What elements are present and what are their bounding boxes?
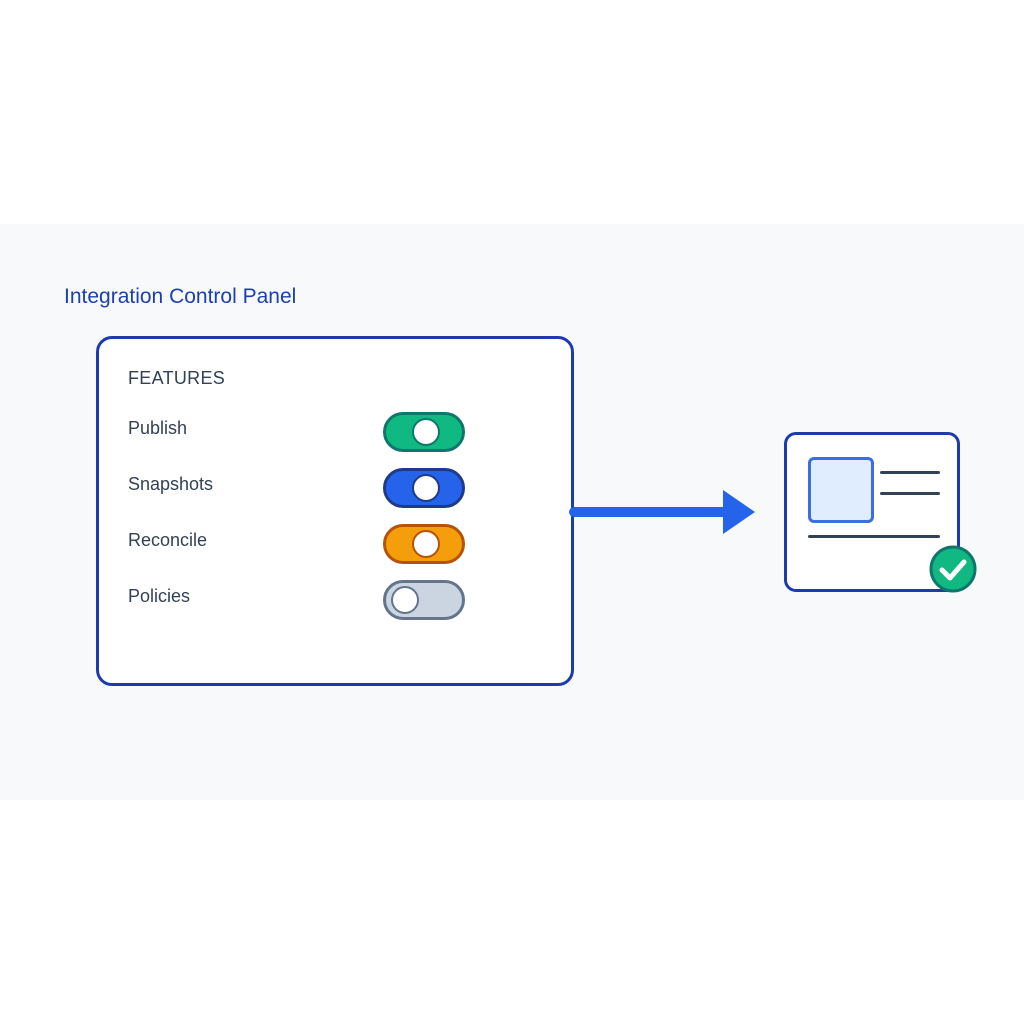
text-line bbox=[880, 471, 940, 474]
feature-label-publish: Publish bbox=[128, 418, 188, 438]
feature-label-snapshots: Snapshots bbox=[128, 474, 214, 494]
feature-label-policies: Policies bbox=[128, 586, 191, 606]
check-circle-icon bbox=[929, 545, 977, 593]
section-label-features: FEATURES bbox=[128, 368, 226, 388]
toggle-snapshots[interactable] bbox=[383, 468, 465, 508]
toggle-knob bbox=[412, 530, 440, 558]
text-line bbox=[880, 492, 940, 495]
toggle-publish[interactable] bbox=[383, 412, 465, 452]
toggle-policies[interactable] bbox=[383, 580, 465, 620]
toggle-knob bbox=[391, 586, 419, 614]
feature-row-policies: Policies bbox=[128, 580, 548, 624]
text-line bbox=[808, 535, 940, 538]
image-placeholder-icon bbox=[808, 457, 874, 523]
feature-row-publish: Publish bbox=[128, 412, 548, 456]
toggle-reconcile[interactable] bbox=[383, 524, 465, 564]
page-title: Integration Control Panel bbox=[64, 285, 297, 308]
feature-row-snapshots: Snapshots bbox=[128, 468, 548, 512]
arrow-right-icon bbox=[569, 490, 755, 534]
toggle-knob bbox=[412, 474, 440, 502]
feature-row-reconcile: Reconcile bbox=[128, 524, 548, 568]
document-card-icon bbox=[784, 432, 960, 592]
features-panel: FEATURES Publish Snapshots Reconcile Pol… bbox=[96, 336, 574, 686]
toggle-knob bbox=[412, 418, 440, 446]
feature-label-reconcile: Reconcile bbox=[128, 530, 208, 550]
